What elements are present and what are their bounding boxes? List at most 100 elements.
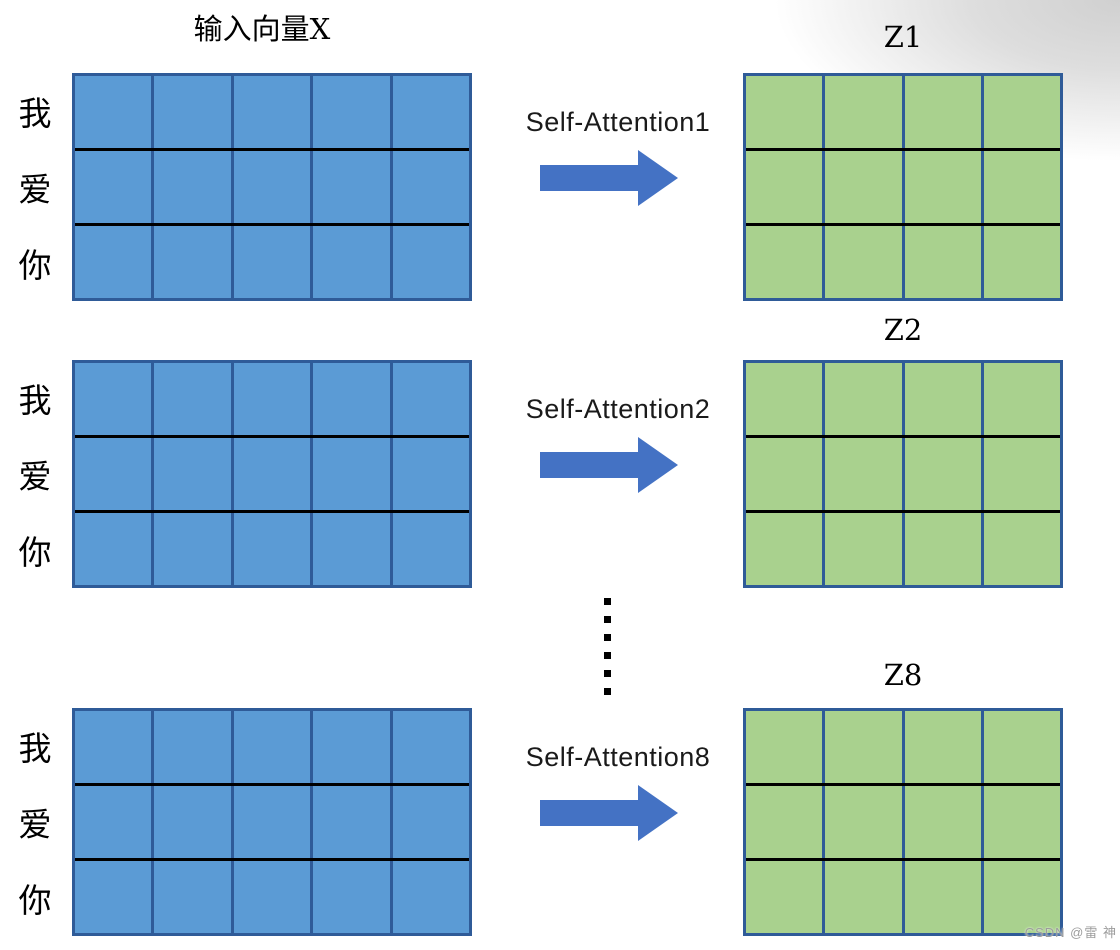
matrix-cell: [825, 861, 905, 933]
matrix-cell: [983, 861, 1060, 933]
row-label-ai: 爱: [18, 170, 52, 209]
matrix-cell: [313, 711, 393, 783]
row-label-ai: 爱: [18, 457, 52, 496]
matrix-cell: [392, 711, 470, 783]
row-label-ni: 你: [18, 881, 52, 920]
matrix-row: [746, 513, 1060, 585]
matrix-cell: [75, 226, 155, 298]
matrix-cell: [983, 226, 1060, 298]
input-matrix-title: 输入向量X: [193, 12, 331, 46]
matrix-cell: [392, 513, 470, 585]
matrix-cell: [75, 786, 155, 858]
output-matrix: [743, 360, 1063, 588]
matrix-cell: [392, 363, 470, 435]
matrix-cell: [983, 76, 1060, 148]
ellipsis-dot: [604, 634, 611, 641]
self-attention-label: Self-Attention2: [525, 394, 711, 424]
matrix-cell: [392, 226, 470, 298]
input-matrix: [72, 360, 472, 588]
matrix-cell: [904, 786, 984, 858]
input-matrix: [72, 73, 472, 301]
matrix-cell: [904, 711, 984, 783]
matrix-cell: [746, 711, 826, 783]
matrix-cell: [746, 151, 826, 223]
matrix-row: [746, 711, 1060, 786]
matrix-cell: [746, 786, 826, 858]
matrix-cell: [233, 513, 314, 585]
matrix-cell: [983, 363, 1060, 435]
matrix-row: [75, 513, 470, 585]
matrix-row: [746, 861, 1060, 933]
matrix-cell: [154, 226, 234, 298]
attention-head-group-1: 我 爱 你 Self-Attention1 Z1: [0, 20, 1120, 313]
self-attention-label: Self-Attention1: [525, 107, 711, 137]
matrix-cell: [313, 861, 393, 933]
matrix-row: [75, 438, 470, 513]
matrix-cell: [392, 786, 470, 858]
matrix-cell: [746, 438, 826, 510]
matrix-cell: [313, 363, 393, 435]
matrix-cell: [904, 861, 984, 933]
input-matrix: [72, 708, 472, 936]
matrix-cell: [746, 861, 826, 933]
matrix-cell: [154, 363, 234, 435]
output-matrix-title: Z1: [883, 20, 923, 54]
matrix-row: [746, 76, 1060, 151]
ellipsis-dot: [604, 616, 611, 623]
matrix-cell: [904, 363, 984, 435]
matrix-cell: [904, 438, 984, 510]
matrix-row: [746, 438, 1060, 513]
output-matrix: [743, 73, 1063, 301]
matrix-cell: [75, 151, 155, 223]
vertical-ellipsis-icon: [604, 598, 611, 695]
matrix-cell: [392, 438, 470, 510]
matrix-cell: [154, 513, 234, 585]
matrix-cell: [904, 226, 984, 298]
matrix-cell: [154, 786, 234, 858]
row-label-wo: 我: [18, 381, 52, 420]
matrix-cell: [233, 438, 314, 510]
matrix-cell: [983, 513, 1060, 585]
ellipsis-dot: [604, 598, 611, 605]
matrix-cell: [983, 786, 1060, 858]
matrix-row: [75, 711, 470, 786]
row-label-ai: 爱: [18, 805, 52, 844]
output-matrix: [743, 708, 1063, 936]
ellipsis-dot: [604, 670, 611, 677]
matrix-cell: [825, 438, 905, 510]
matrix-cell: [983, 151, 1060, 223]
matrix-row: [746, 226, 1060, 298]
input-row-labels: 我 爱 你: [6, 708, 64, 936]
matrix-cell: [904, 513, 984, 585]
input-row-labels: 我 爱 你: [6, 73, 64, 301]
matrix-cell: [825, 786, 905, 858]
matrix-cell: [75, 438, 155, 510]
matrix-cell: [233, 786, 314, 858]
matrix-cell: [313, 786, 393, 858]
matrix-row: [75, 861, 470, 933]
row-label-ni: 你: [18, 533, 52, 572]
right-arrow-icon: [540, 785, 678, 841]
matrix-row: [75, 226, 470, 298]
matrix-cell: [825, 151, 905, 223]
output-matrix-title: Z2: [883, 313, 923, 347]
matrix-cell: [233, 226, 314, 298]
matrix-cell: [904, 76, 984, 148]
matrix-cell: [154, 76, 234, 148]
right-arrow-icon: [540, 150, 678, 206]
ellipsis-dot: [604, 652, 611, 659]
matrix-cell: [825, 226, 905, 298]
input-row-labels: 我 爱 你: [6, 360, 64, 588]
matrix-cell: [233, 76, 314, 148]
matrix-cell: [313, 76, 393, 148]
matrix-cell: [233, 151, 314, 223]
matrix-cell: [313, 151, 393, 223]
output-matrix-title: Z8: [883, 658, 923, 692]
matrix-cell: [825, 711, 905, 783]
matrix-cell: [392, 76, 470, 148]
matrix-cell: [154, 438, 234, 510]
row-label-wo: 我: [18, 94, 52, 133]
matrix-cell: [313, 226, 393, 298]
matrix-cell: [825, 513, 905, 585]
matrix-cell: [233, 363, 314, 435]
